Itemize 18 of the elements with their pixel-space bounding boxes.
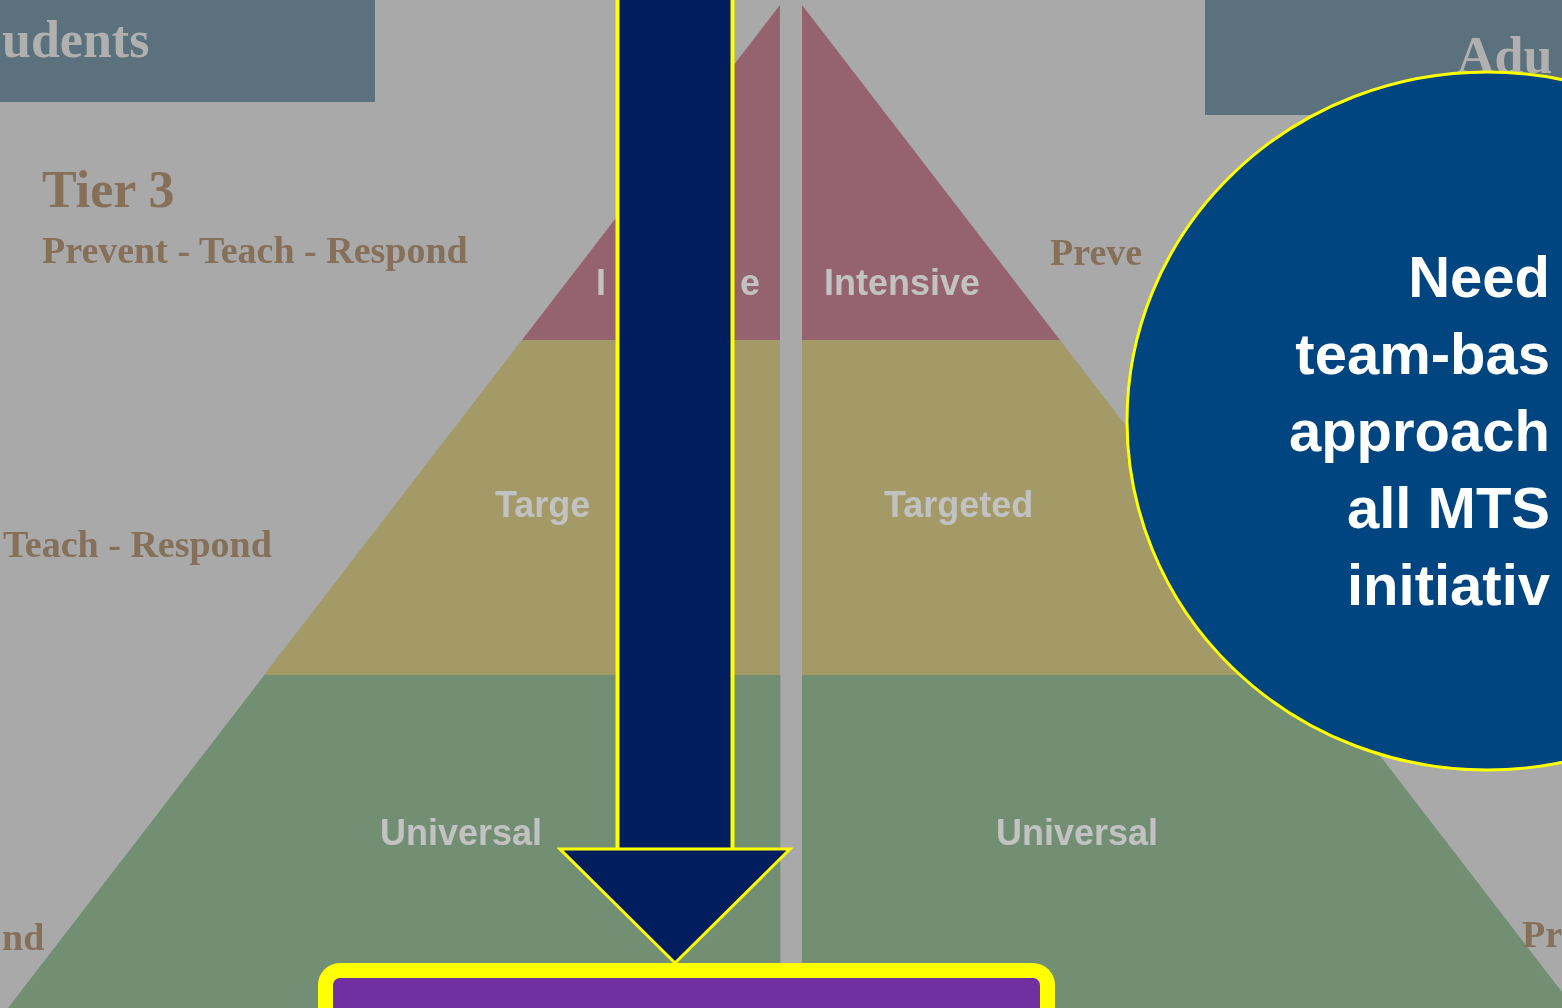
process-box [318, 963, 1055, 1008]
tier-label: Universal [380, 812, 543, 854]
tier-subheading: Teach - Respond [3, 522, 272, 566]
tier-subheading: Preve [1050, 230, 1143, 274]
header-text: udents [2, 10, 150, 69]
tier-heading: Tier 3 [42, 160, 175, 219]
tier-label: Universal [996, 812, 1159, 854]
tier-label: I [596, 262, 606, 304]
tier-subheading: nd [2, 915, 45, 959]
callout-text: Need team-bas approach all MTS initiativ [1287, 243, 1550, 619]
header-text: Adu [1457, 26, 1553, 85]
tier-label: Targe [495, 484, 591, 526]
tier-label: Intensive [824, 262, 981, 304]
tier-label: e [740, 262, 760, 304]
tier-subheading: Pr [1522, 912, 1562, 956]
tier-label: Targeted [884, 484, 1034, 526]
tier-subheading: Prevent - Teach - Respond [42, 228, 468, 272]
header-band [0, 0, 375, 102]
